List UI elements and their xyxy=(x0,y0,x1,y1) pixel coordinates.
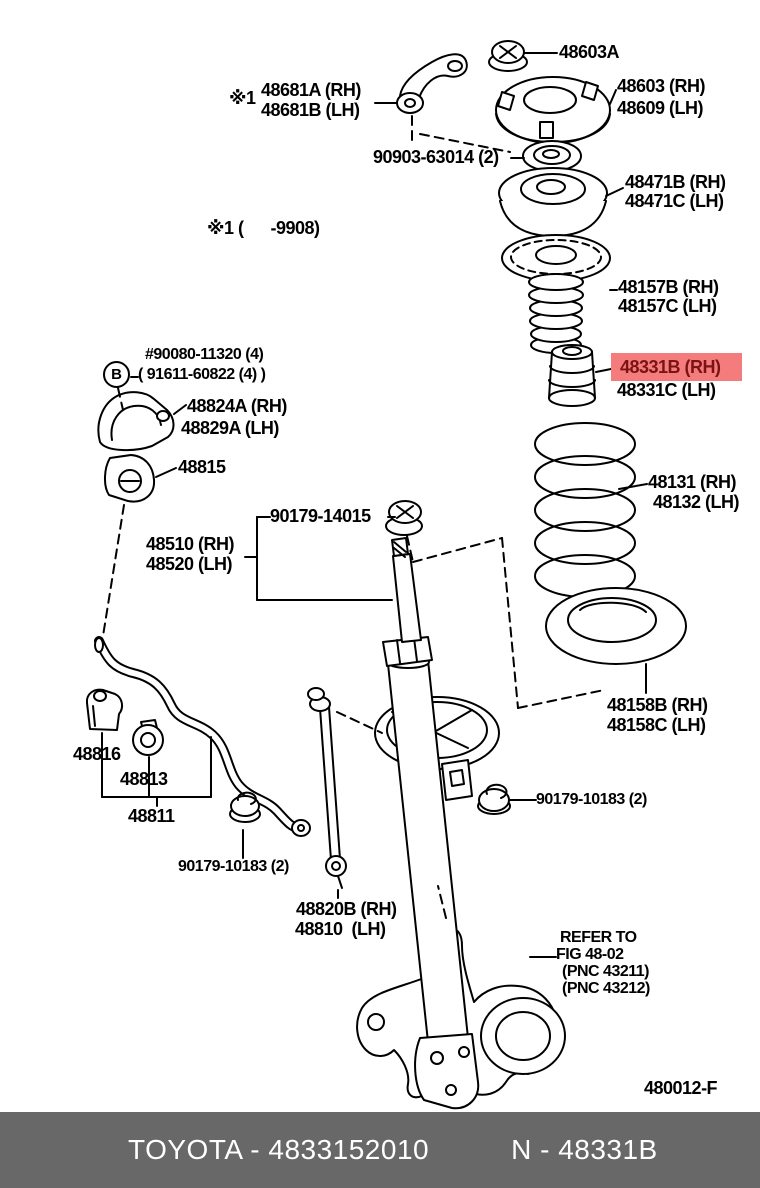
label-refer-line2: FIG 48-02 xyxy=(556,946,624,963)
label-48158b: 48158B (RH) xyxy=(607,695,708,715)
label-48157c: 48157C (LH) xyxy=(618,296,717,316)
label-48810: 48810 (LH) xyxy=(295,919,386,939)
shock-absorber-drawing xyxy=(374,537,500,1110)
label-48331b-highlighted: 48331B (RH) xyxy=(620,357,721,377)
nut-48603a-drawing xyxy=(488,40,528,72)
label-48829a: 48829A (LH) xyxy=(181,418,279,438)
clamp-drawing xyxy=(85,688,124,731)
coil-spring-drawing xyxy=(534,422,636,598)
label-48609: 48609 (LH) xyxy=(617,98,704,118)
label-48131: 48131 (RH) xyxy=(648,472,737,492)
upper-spring-seat-drawing xyxy=(498,167,608,237)
label-refer-line1: REFER TO xyxy=(560,929,637,946)
label-48603a: 48603A xyxy=(559,42,620,62)
label-48157b: 48157B (RH) xyxy=(618,277,719,297)
label-48824a: 48824A (RH) xyxy=(187,396,287,416)
label-48471b: 48471B (RH) xyxy=(625,172,726,192)
label-support-prefix: ※1 xyxy=(229,88,256,108)
figure-code: 480012-F xyxy=(644,1078,718,1098)
footer-brand-partnumber: TOYOTA - 4833152010 xyxy=(128,1134,430,1165)
label-48811: 48811 xyxy=(128,806,175,826)
stabilizer-bar-drawing xyxy=(94,636,311,837)
label-90903: 90903-63014 (2) xyxy=(373,147,499,167)
stabilizer-link-drawing xyxy=(307,687,347,889)
label-48820b: 48820B (RH) xyxy=(296,899,397,919)
footer-part-code: N - 48331B xyxy=(511,1134,658,1165)
label-48510: 48510 (RH) xyxy=(146,534,235,554)
link-nut-left-drawing xyxy=(229,791,261,823)
strut-mount-drawing xyxy=(495,76,611,144)
label-refer-line3: (PNC 43211) xyxy=(562,963,650,980)
bar-bushing-drawing xyxy=(132,719,164,756)
label-48132: 48132 (LH) xyxy=(653,492,740,512)
label-48471c: 48471C (LH) xyxy=(625,191,724,211)
assembly-guide-lines xyxy=(102,115,605,919)
label-48813: 48813 xyxy=(120,769,168,789)
bearing-drawing xyxy=(522,140,582,172)
label-91611: ( 91611-60822 (4) ) xyxy=(138,366,266,383)
lower-insulator-drawing xyxy=(545,587,687,665)
footer-banner: TOYOTA - 4833152010 N - 48331B xyxy=(0,1112,760,1188)
label-48520: 48520 (LH) xyxy=(146,554,233,574)
label-48603: 48603 (RH) xyxy=(617,76,706,96)
bolt-b-symbol: B xyxy=(103,361,130,388)
stabilizer-bracket-drawing xyxy=(97,391,175,452)
label-48815: 48815 xyxy=(178,457,226,477)
leader-lines xyxy=(101,52,648,958)
dust-cover-drawing xyxy=(501,234,611,354)
bracket-nut-right-drawing xyxy=(477,783,511,815)
rod-nut-drawing xyxy=(385,500,423,536)
label-48331c: 48331C (LH) xyxy=(617,380,716,400)
label-48681b: 48681B (LH) xyxy=(261,100,360,120)
label-90179-10183-right: 90179-10183 (2) xyxy=(536,791,647,808)
label-90179-14015: 90179-14015 xyxy=(270,506,371,526)
highlight-selected-part xyxy=(611,353,742,381)
label-48158c: 48158C (LH) xyxy=(607,715,706,735)
label-90179-10183-left: 90179-10183 (2) xyxy=(178,858,289,875)
bump-stopper-drawing xyxy=(548,344,596,407)
label-90080: #90080-11320 (4) xyxy=(145,346,264,363)
label-48681a: 48681A (RH) xyxy=(261,80,361,100)
label-note-9908: ※1 ( -9908) xyxy=(207,218,320,238)
label-48816: 48816 xyxy=(73,744,121,764)
support-arm-drawing xyxy=(396,53,468,114)
stabilizer-bushing-drawing xyxy=(104,454,156,503)
label-refer-line4: (PNC 43212) xyxy=(562,980,650,997)
